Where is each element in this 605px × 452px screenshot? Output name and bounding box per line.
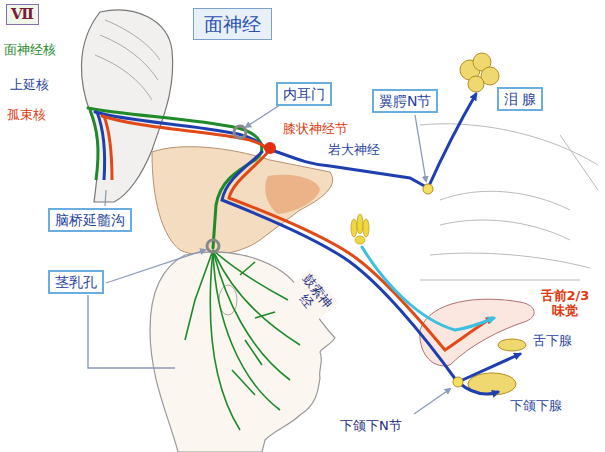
taste-label-holder: 舌前2/3 味觉 [535,288,595,318]
taste-label: 舌前2/3 味觉 [535,288,595,318]
ganglion-label: 下颌下N节 [340,418,402,433]
gland-label: 下颌下腺 [510,398,562,413]
sublingual-gland [498,339,526,351]
box-text: 内耳门 [283,85,325,103]
box-text: 茎乳孔 [55,273,97,291]
numeral-box: Ⅶ [6,4,39,25]
nucleus-label: 孤束核 [7,107,46,122]
nerve-label: 岩大神经 [328,142,380,157]
label-box: 内耳门 [276,82,332,106]
lacrimal-gland [460,53,499,92]
box-text: Ⅶ [11,5,34,24]
nerve-label-holder: 岩大神经 [328,142,380,157]
label-box: 茎乳孔 [48,270,104,294]
taste-bud [351,214,369,244]
leader-lines [88,105,450,414]
nerve-paths [88,94,520,394]
label-box: 翼腭N节 [372,89,438,113]
box-text: 泪 腺 [504,90,536,108]
nucleus-label: 上延核 [10,77,49,92]
label-box: 泪 腺 [497,87,543,111]
stylomastoid-foramen [207,240,219,252]
title-text: 面神经 [204,12,261,36]
nucleus-label-holder: 面神经核 [4,42,56,57]
internal-acoustic-meatus [234,126,246,138]
label-box: 脑桥延髓沟 [48,208,132,232]
gland-label-holder: 舌下腺 [533,333,572,348]
gland-label-holder: 下颌下腺 [510,398,562,413]
pterygopalatine-ganglion [423,184,433,194]
box-text: 翼腭N节 [379,92,431,110]
box-text: 脑桥延髓沟 [55,211,125,229]
nucleus-label-holder: 孤束核 [7,107,46,122]
geniculate-ganglion [264,142,276,154]
ganglion-label-holder: 膝状神经节 [283,121,348,136]
ganglion-label: 膝状神经节 [283,121,348,136]
submandibular-ganglion [453,377,463,387]
title-box: 面神经 [193,8,272,40]
ganglion-label-holder: 下颌下N节 [340,418,402,433]
nucleus-label-holder: 上延核 [10,77,49,92]
gland-label: 舌下腺 [533,333,572,348]
nucleus-label: 面神经核 [4,42,56,57]
